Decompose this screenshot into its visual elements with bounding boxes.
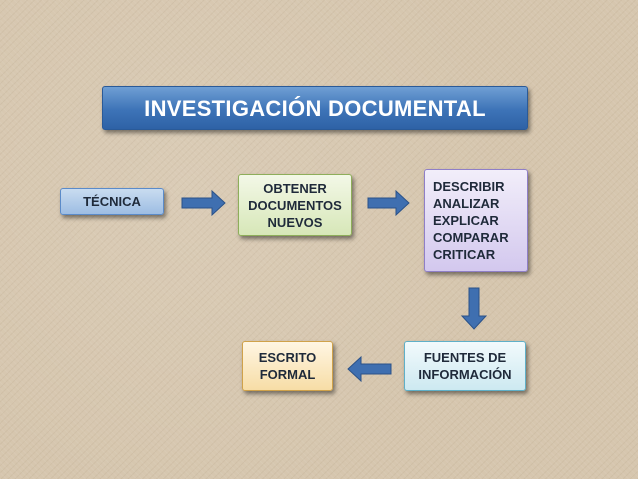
obtener-line-2: DOCUMENTOS bbox=[248, 197, 342, 213]
escrito-line-1: ESCRITO bbox=[258, 350, 317, 365]
describir-line-5: CRITICAR bbox=[433, 247, 496, 262]
arrow-right-icon bbox=[367, 189, 410, 217]
escrito-formal-box: ESCRITO FORMAL bbox=[242, 341, 333, 391]
diagram-title: INVESTIGACIÓN DOCUMENTAL bbox=[102, 86, 528, 130]
arrow-down-icon bbox=[460, 287, 488, 330]
describir-line-2: ANALIZAR bbox=[433, 196, 500, 211]
obtener-line-3: NUEVOS bbox=[267, 214, 323, 230]
title-text: INVESTIGACIÓN DOCUMENTAL bbox=[144, 95, 486, 121]
fuentes-informacion-box: FUENTES DE INFORMACIÓN bbox=[404, 341, 526, 391]
describir-line-1: DESCRIBIR bbox=[433, 179, 505, 194]
fuentes-line-1: FUENTES DE bbox=[423, 350, 507, 365]
tecnica-box: TÉCNICA bbox=[60, 188, 164, 215]
arrow-right-icon bbox=[181, 189, 226, 217]
describir-line-4: COMPARAR bbox=[433, 230, 509, 245]
escrito-line-2: FORMAL bbox=[259, 367, 316, 382]
describir-line-3: EXPLICAR bbox=[433, 213, 499, 228]
arrow-left-icon bbox=[347, 355, 392, 383]
obtener-documentos-box: OBTENER DOCUMENTOS NUEVOS bbox=[238, 174, 352, 236]
tecnica-label: TÉCNICA bbox=[83, 194, 141, 209]
obtener-line-1: OBTENER bbox=[263, 180, 327, 196]
fuentes-line-2: INFORMACIÓN bbox=[418, 367, 512, 382]
describir-analizar-box: DESCRIBIR ANALIZAR EXPLICAR COMPARAR CRI… bbox=[424, 169, 528, 272]
